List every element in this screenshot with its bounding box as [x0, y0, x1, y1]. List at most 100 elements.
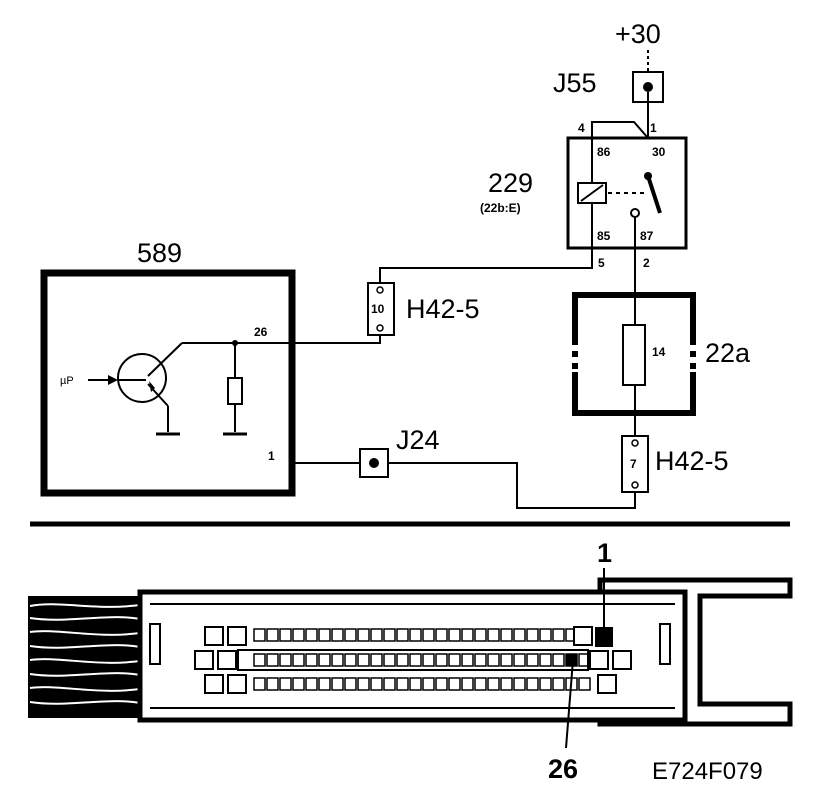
- plug-pin: [539, 677, 552, 691]
- plug-pin: [253, 653, 266, 667]
- connector-top-pin-a: [376, 286, 384, 294]
- plug-pin: [305, 628, 318, 642]
- plug-pin: [292, 677, 305, 691]
- plug-pin: [292, 628, 305, 642]
- plug-pin: [474, 677, 487, 691]
- wire-j24-connector: [388, 462, 636, 509]
- connector-top-pin: 10: [371, 302, 385, 316]
- relay-coil-slash: [580, 184, 604, 202]
- plug-pin: [513, 677, 526, 691]
- plug-pin: [266, 677, 279, 691]
- relay-outer-pin-2: 2: [643, 256, 650, 270]
- plug-pin: [305, 677, 318, 691]
- plug-pad: [573, 626, 593, 646]
- plug-pin: [513, 628, 526, 642]
- plug-pin: [552, 677, 565, 691]
- plug-pads: [194, 626, 632, 694]
- plug-pin: [435, 677, 448, 691]
- plug-pin: [344, 677, 357, 691]
- plug-pin-26-leader: [565, 659, 574, 749]
- plug-pin: [500, 653, 513, 667]
- connector-bottom-pin-a: [631, 439, 639, 447]
- wire-bundle: [28, 596, 148, 718]
- plug-clip-left: [149, 623, 161, 665]
- plug-pin: [357, 677, 370, 691]
- plug-pin: [526, 628, 539, 642]
- plug-pin: [279, 628, 292, 642]
- connector-top-label: H42-5: [406, 294, 480, 324]
- plug-pin: [370, 653, 383, 667]
- plug-pin: [370, 628, 383, 642]
- plug-pin: [500, 677, 513, 691]
- plug-pin-1-label: 1: [597, 538, 612, 568]
- plug-pin: [318, 653, 331, 667]
- plug-pin: [461, 628, 474, 642]
- connector-bottom-label: H42-5: [655, 446, 729, 476]
- plug-pin: [513, 653, 526, 667]
- plug-pin: [422, 628, 435, 642]
- figure-code: E724F079: [652, 758, 763, 785]
- plug-pin: [448, 677, 461, 691]
- fuse-label: 14: [652, 345, 666, 359]
- plug-pin: [461, 653, 474, 667]
- plug-pin: [383, 628, 396, 642]
- plug-pin: [370, 677, 383, 691]
- plug-pad: [227, 626, 247, 646]
- relay-outer-pin-1: 1: [650, 121, 657, 135]
- junction-j24-label: J24: [396, 425, 440, 455]
- plug-pin: [396, 628, 409, 642]
- plug-pad: [589, 650, 609, 670]
- wire-26-to-h42: [290, 335, 381, 344]
- plug-pin: [422, 653, 435, 667]
- plug-pin: [539, 653, 552, 667]
- plug-pad: [597, 674, 617, 694]
- plug-pin: [487, 628, 500, 642]
- plug-pad: [612, 650, 632, 670]
- plug-pin: [357, 653, 370, 667]
- plug-pin: [331, 628, 344, 642]
- plug-pin: [409, 677, 422, 691]
- plug-pin: [474, 653, 487, 667]
- connector-bottom-pin-b: [631, 481, 639, 489]
- supply-label: +30: [615, 19, 661, 49]
- plug-bracket: [597, 577, 793, 727]
- plug-pin: [526, 677, 539, 691]
- plug-pin: [396, 653, 409, 667]
- plug-pin: [357, 628, 370, 642]
- plug-pin: [279, 677, 292, 691]
- plug-pin: [448, 653, 461, 667]
- plug-pin: [318, 628, 331, 642]
- plug-pin: [253, 677, 266, 691]
- relay-pin-86: 86: [597, 145, 611, 159]
- plug-pin: [383, 677, 396, 691]
- plug-pin-26-label: 26: [548, 754, 578, 784]
- junction-j55-dot: [643, 82, 653, 92]
- transistor-collector: [147, 342, 183, 377]
- relay-pin-85: 85: [597, 229, 611, 243]
- module-589: [40, 269, 296, 497]
- plug-row-frame: [237, 649, 589, 671]
- plug-pad: [194, 650, 214, 670]
- plug-pin: [474, 628, 487, 642]
- plug-pin: [279, 653, 292, 667]
- plug-pin: [331, 653, 344, 667]
- plug-pin: [448, 628, 461, 642]
- plug-pin: [331, 677, 344, 691]
- plug-pin: [318, 677, 331, 691]
- plug-pin: [253, 628, 266, 642]
- plug-pin: [344, 628, 357, 642]
- plug-pin: [409, 628, 422, 642]
- plug-pin: [487, 653, 500, 667]
- plug-pin-26-highlight: [566, 654, 577, 666]
- plug-pin: [552, 653, 565, 667]
- relay-pin-30: 30: [652, 145, 666, 159]
- plug-pin: [435, 628, 448, 642]
- junction-j55-label: J55: [553, 68, 597, 98]
- plug-pad: [204, 674, 224, 694]
- plug-pin: [305, 653, 318, 667]
- plug-pin: [578, 677, 591, 691]
- plug-pin: [435, 653, 448, 667]
- transistor-emitter-arrow: [149, 381, 155, 392]
- module-pin-26: 26: [254, 325, 268, 339]
